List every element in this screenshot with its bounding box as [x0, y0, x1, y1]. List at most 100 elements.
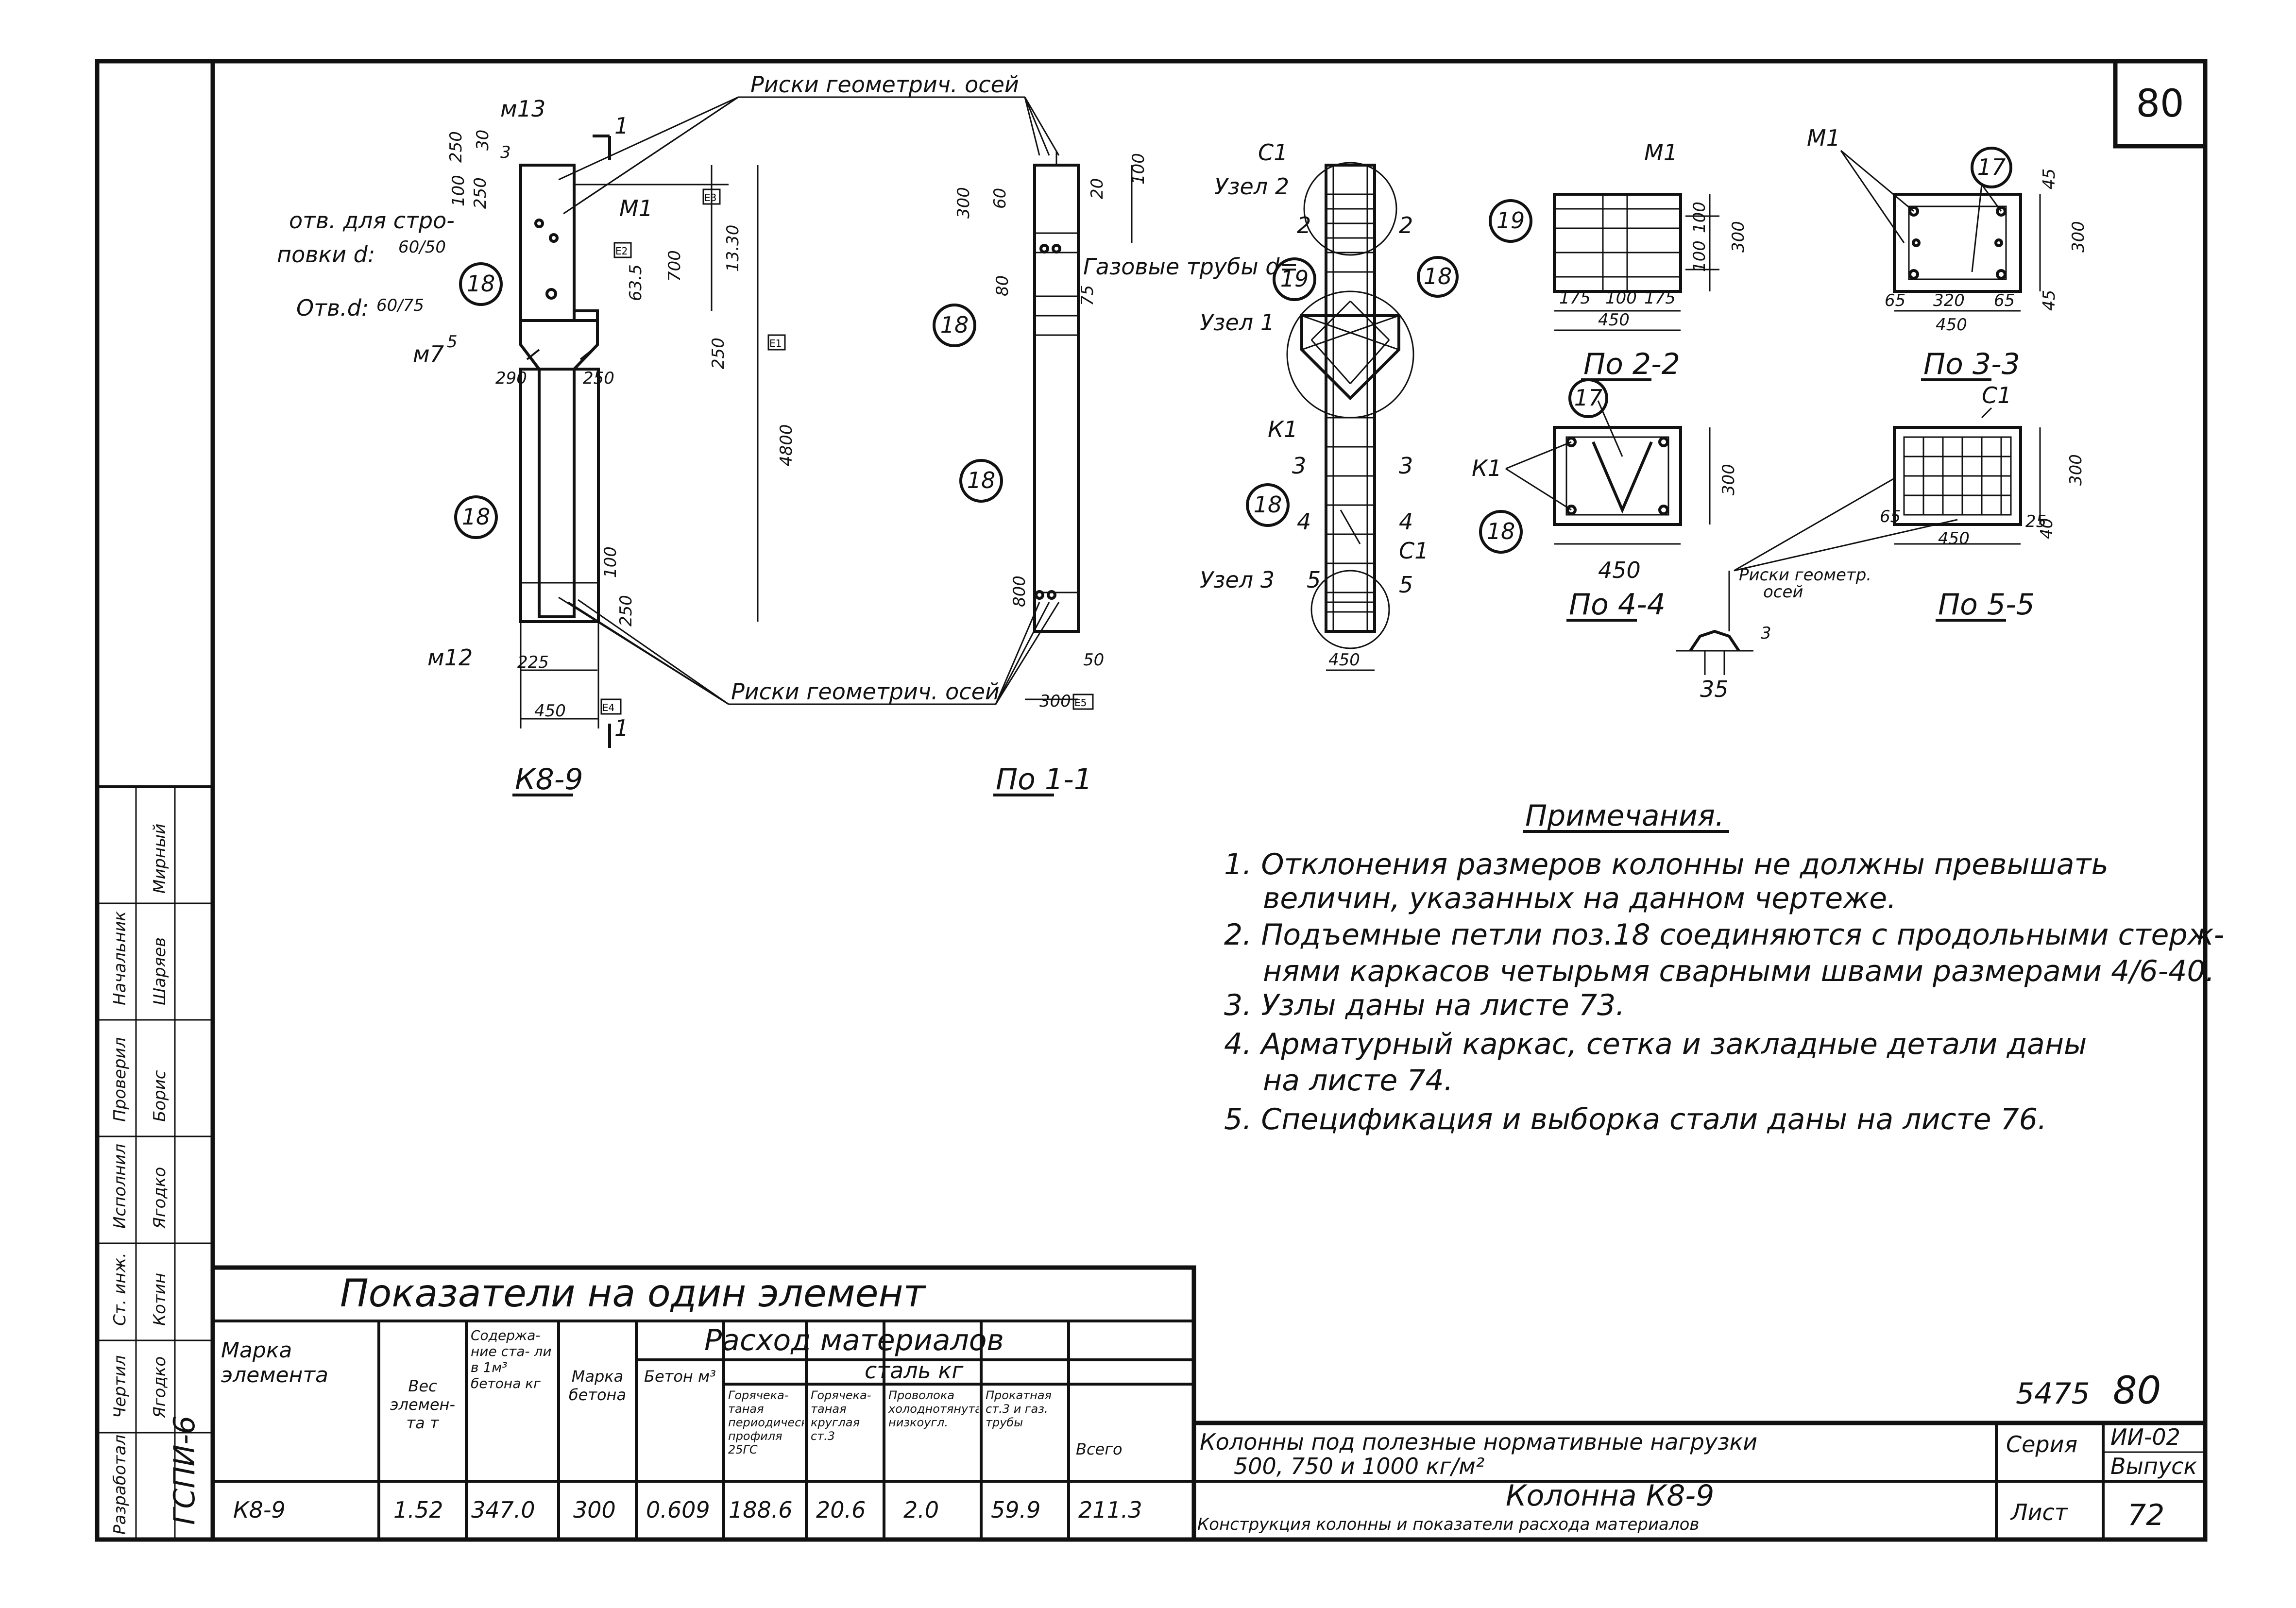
svg-text:35: 35 — [1700, 676, 1729, 702]
label-c1-bottom: С1 — [1399, 538, 1429, 564]
svg-text:Ст. инж.: Ст. инж. — [110, 1253, 130, 1326]
cell-wire: 2.0 — [903, 1497, 939, 1523]
section-4-4-view — [1505, 400, 1711, 545]
svg-text:65: 65 — [1885, 291, 1905, 310]
series-label: Серия — [2006, 1431, 2077, 1457]
svg-text:Ягодко: Ягодко — [150, 1167, 170, 1229]
section-3-3-view — [1840, 150, 2041, 312]
title-sheet-number: 80 — [2113, 1369, 2161, 1413]
svg-text:290: 290 — [495, 369, 527, 388]
main-dimensions: 250 30 3 100 250 700 63.5 13.30 250 290 … — [446, 130, 796, 721]
svg-text:100: 100 — [601, 546, 620, 578]
svg-text:250: 250 — [709, 338, 728, 369]
sheet-frame — [95, 59, 2208, 1542]
title-subtitle: Конструкция колонны и показатели расхода… — [1197, 1515, 1699, 1534]
callout-18-section-a: 18 — [933, 304, 976, 347]
cage-dim-450: 450 — [1328, 650, 1360, 670]
svg-text:320: 320 — [1933, 291, 1965, 310]
label-node-3: Узел 3 — [1200, 567, 1275, 593]
label-m13: м13 — [500, 96, 545, 122]
callout-18-section-4-4: 18 — [1479, 510, 1523, 554]
callout-19-cage: 19 — [1273, 257, 1316, 301]
svg-text:Мирный: Мирный — [150, 824, 170, 894]
svg-text:Чертил: Чертил — [110, 1355, 130, 1418]
label-axis-risks-bottom: Риски геометрич. осей — [731, 678, 1000, 705]
th-total: Всего — [1076, 1440, 1122, 1458]
svg-text:175: 175 — [1559, 288, 1591, 308]
callout-17-section-3-3: 17 — [1971, 147, 2012, 188]
svg-text:3: 3 — [500, 143, 511, 162]
svg-text:300: 300 — [954, 187, 973, 219]
note-line-1: 1. Отклонения размеров колонны не должны… — [1224, 847, 2109, 881]
section-1-1-view — [995, 96, 1133, 705]
svg-text:250: 250 — [446, 131, 466, 163]
cell-concrete: 0.609 — [646, 1497, 710, 1523]
svg-text:19: 19 — [1280, 266, 1309, 292]
label-gas-pipe: Газовые трубы d= — [1083, 254, 1298, 280]
label-hole-2-value: 60/75 — [376, 296, 424, 315]
svg-text:4800: 4800 — [777, 424, 796, 466]
th-hot-rolled-periodic: Горячека- таная периодического профиля 2… — [728, 1388, 804, 1456]
sheet-value: 72 — [2127, 1498, 2164, 1532]
section-mark-top: 1 — [614, 113, 629, 139]
label-hole-2: Отв.d: — [296, 295, 369, 321]
label-m7: м7 — [413, 341, 444, 367]
indicators-table — [210, 1265, 1196, 1542]
stamp-code: ГСПИ-6 — [168, 1416, 202, 1525]
series-value: ИИ-02 — [2110, 1424, 2180, 1450]
svg-text:450: 450 — [1938, 529, 1970, 548]
th-weight: Вес элемен- та т — [390, 1377, 455, 1432]
cut-mark-4-left: 4 — [1297, 508, 1311, 535]
label-node-2: Узел 2 — [1214, 173, 1289, 200]
label-c1-top: С1 — [1258, 139, 1288, 166]
th-wire: Проволока холоднотянутая низкоугл. — [888, 1388, 979, 1429]
svg-text:Начальник: Начальник — [110, 911, 130, 1005]
note-line-5: 3. Узлы даны на листе 73. — [1224, 988, 1625, 1022]
cut-mark-3-left: 3 — [1292, 453, 1306, 479]
note-line-2: величин, указанных на данном чертеже. — [1263, 881, 1896, 915]
svg-text:100: 100 — [1605, 288, 1637, 308]
svg-text:300: 300 — [1729, 221, 1748, 253]
table-header-materials: Расход материалов — [704, 1323, 1004, 1357]
label-hole-slinging-value: 60/50 — [398, 237, 446, 257]
cell-mark: К8-9 — [233, 1497, 286, 1523]
svg-text:175: 175 — [1644, 288, 1676, 308]
svg-text:E2: E2 — [615, 245, 628, 257]
svg-text:18: 18 — [1424, 263, 1452, 289]
label-m1-3-3: М1 — [1807, 125, 1840, 151]
svg-text:250: 250 — [471, 177, 490, 209]
cell-steel-content: 347.0 — [471, 1497, 535, 1523]
label-axis-risks-top: Риски геометрич. осей — [750, 71, 1019, 98]
svg-text:Исполнил: Исполнил — [110, 1144, 130, 1229]
label-c1-5-5: С1 — [1982, 382, 2011, 408]
caption-section-5-5: По 5-5 — [1938, 588, 2035, 622]
svg-text:250: 250 — [583, 369, 614, 388]
svg-text:450: 450 — [534, 701, 566, 721]
notes-block: Примечания. 1. Отклонения размеров колон… — [1224, 799, 2224, 1136]
th-concrete-grade: Марка бетона — [569, 1367, 626, 1404]
section-5-5-dimensions: 65 450 25 300 40 35 3 — [1700, 454, 2086, 702]
table-row: К8-9 1.52 347.0 300 0.609 188.6 20.6 2.0… — [233, 1497, 1142, 1523]
svg-text:80: 80 — [993, 275, 1012, 296]
series-number: 5475 — [2016, 1377, 2090, 1411]
svg-text:800: 800 — [1010, 575, 1029, 607]
dim-section-4-4-height: 300 — [1719, 464, 1738, 495]
svg-text:E1: E1 — [769, 338, 782, 349]
cut-mark-5-left: 5 — [1307, 567, 1321, 593]
cell-total: 211.3 — [1078, 1497, 1142, 1523]
column-elevation — [519, 96, 1001, 748]
callout-17-section-4-4: 17 — [1568, 378, 1608, 418]
callout-18-cage-a: 18 — [1417, 256, 1459, 298]
sheet-label: Лист — [2010, 1499, 2068, 1525]
label-m1: М1 — [619, 195, 653, 221]
svg-text:18: 18 — [1487, 518, 1515, 544]
svg-text:100: 100 — [1690, 240, 1709, 272]
cell-rolled: 59.9 — [991, 1497, 1040, 1523]
callout-19-section-2-2: 19 — [1489, 199, 1532, 243]
note-line-6: 4. Арматурный каркас, сетка и закладные … — [1224, 1027, 2087, 1061]
caption-section-3-3: По 3-3 — [1923, 347, 2020, 381]
callout-18-cage-b: 18 — [1246, 483, 1290, 527]
svg-text:63.5: 63.5 — [626, 264, 646, 301]
svg-text:25: 25 — [2025, 512, 2046, 531]
